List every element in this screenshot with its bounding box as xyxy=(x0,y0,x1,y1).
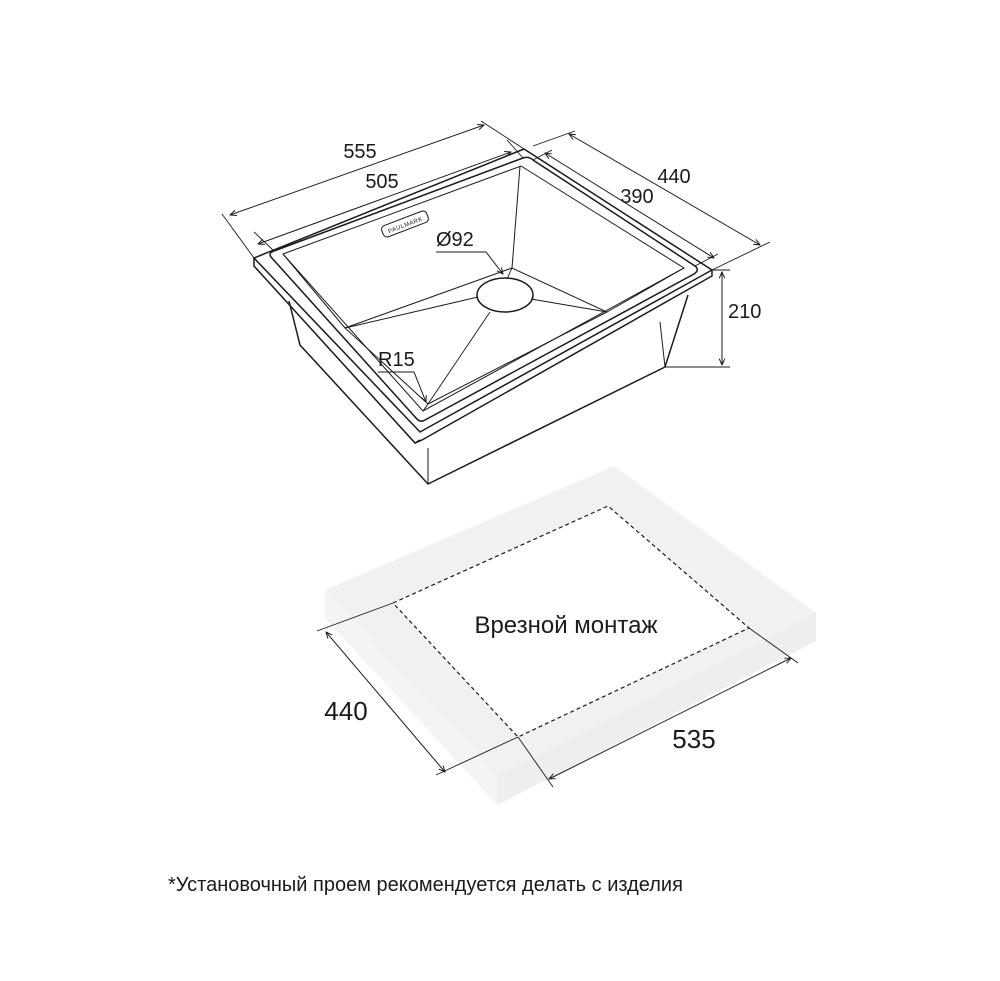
sink-inner-corner-left xyxy=(282,253,346,329)
brand-plate: PAULMARK xyxy=(381,210,429,238)
dimension-cutout-width: 440 xyxy=(316,602,519,776)
dimension-cutout-length: 535 xyxy=(517,627,799,788)
brand-logo-text: PAULMARK xyxy=(388,217,424,236)
dimension-bowl-width: 390 xyxy=(532,149,719,267)
sink-slope-line xyxy=(530,298,608,313)
footnote: *Установочный проем рекомендуется делать… xyxy=(168,874,683,896)
sink-slope-line xyxy=(344,296,479,329)
sink-inner-corner-front xyxy=(422,403,429,412)
dimension-label-440-sink: 440 xyxy=(657,166,690,188)
dimension-depth: 210 xyxy=(665,269,761,368)
sink-bowl-edge xyxy=(269,156,698,422)
dimension-drain: Ø92 xyxy=(436,229,503,274)
dimension-label-505: 505 xyxy=(365,171,398,193)
cutout-label: Врезной монтаж xyxy=(474,612,657,639)
dimension-label-210: 210 xyxy=(728,301,761,323)
sink-body-edge-front xyxy=(659,321,666,368)
dimension-label-440-cutout: 440 xyxy=(324,696,367,726)
sink-rim-thickness xyxy=(253,258,713,444)
sink-drawing: PAULMARK xyxy=(252,148,714,485)
sink-inner-corner-back xyxy=(511,165,521,269)
sink-slope-line xyxy=(506,267,513,280)
dimension-label-555: 555 xyxy=(343,141,376,163)
drain-icon xyxy=(476,277,534,313)
dimension-label-drain: Ø92 xyxy=(436,229,474,251)
dimension-label-radius: R15 xyxy=(378,349,415,371)
sink-slope-line xyxy=(427,311,491,405)
dimension-radius: R15 xyxy=(378,349,426,402)
dimension-label-390: 390 xyxy=(620,186,653,208)
sink-inner-corner-right xyxy=(606,267,685,313)
dimension-label-535: 535 xyxy=(672,724,715,754)
dimension-bowl-length: 505 xyxy=(253,139,524,252)
